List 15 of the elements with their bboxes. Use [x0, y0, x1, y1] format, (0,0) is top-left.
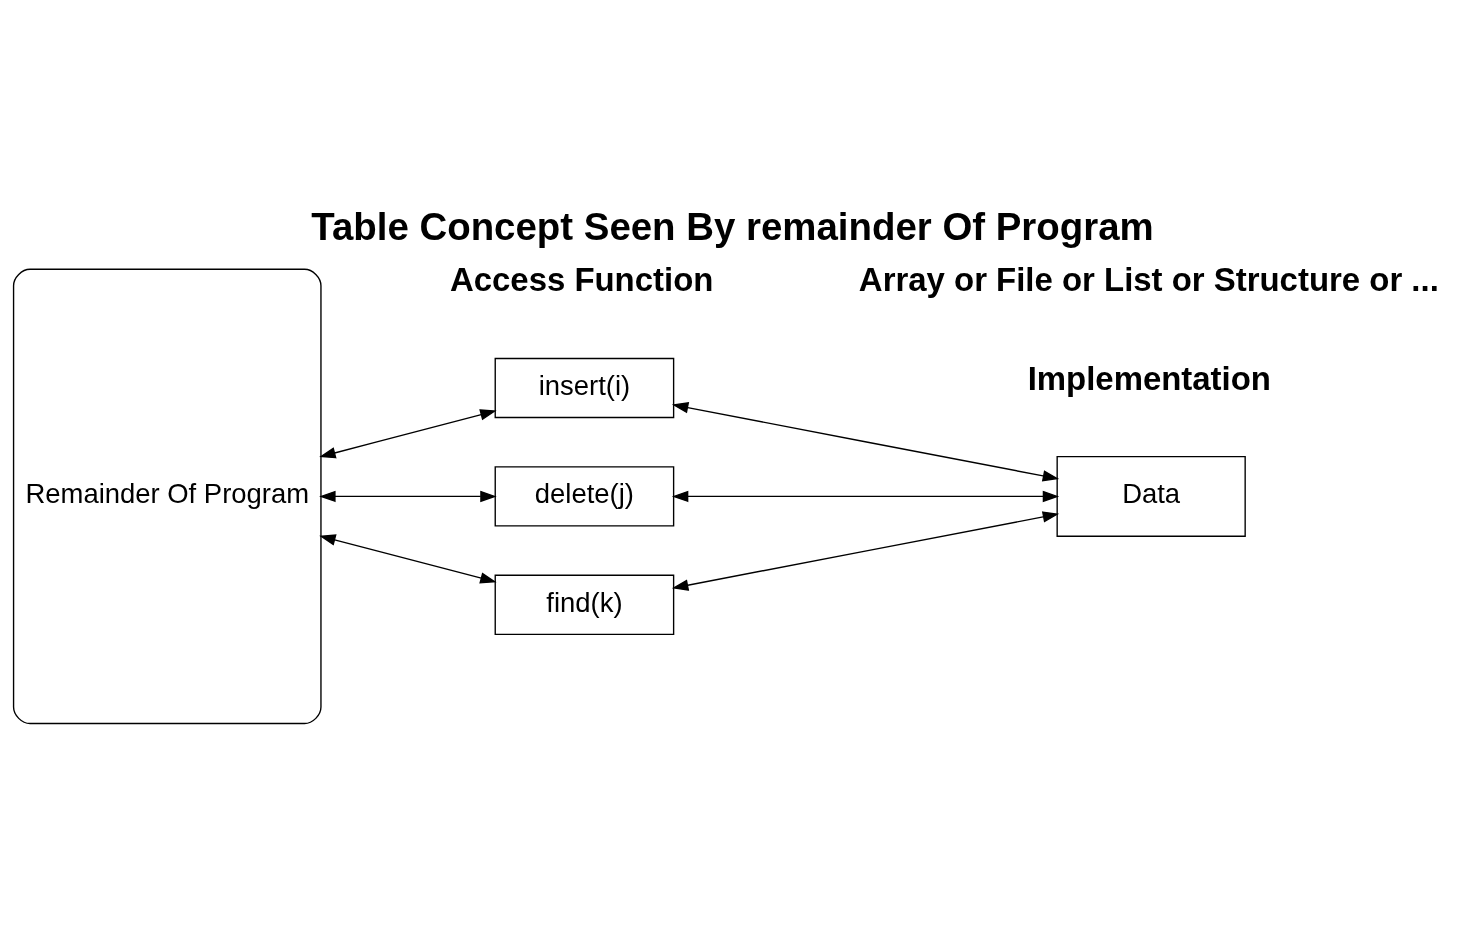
node-box: Data [1056, 455, 1246, 537]
arrow [671, 401, 1060, 482]
arrow [319, 408, 497, 458]
arrow [319, 533, 497, 584]
node-box: delete(j) [494, 465, 675, 527]
label: Array or File or List or Structure or ... [858, 260, 1439, 298]
node-box: insert(i) [494, 357, 675, 418]
node-box: find(k) [494, 574, 675, 635]
arrow [319, 490, 497, 502]
arrow [671, 510, 1060, 591]
label: Access Function [449, 260, 714, 298]
label: Implementation [1027, 359, 1271, 397]
node-box: Remainder Of Program [12, 268, 322, 724]
diagram-title: Table Concept Seen By remainder Of Program [311, 204, 1154, 248]
arrow [671, 490, 1060, 502]
